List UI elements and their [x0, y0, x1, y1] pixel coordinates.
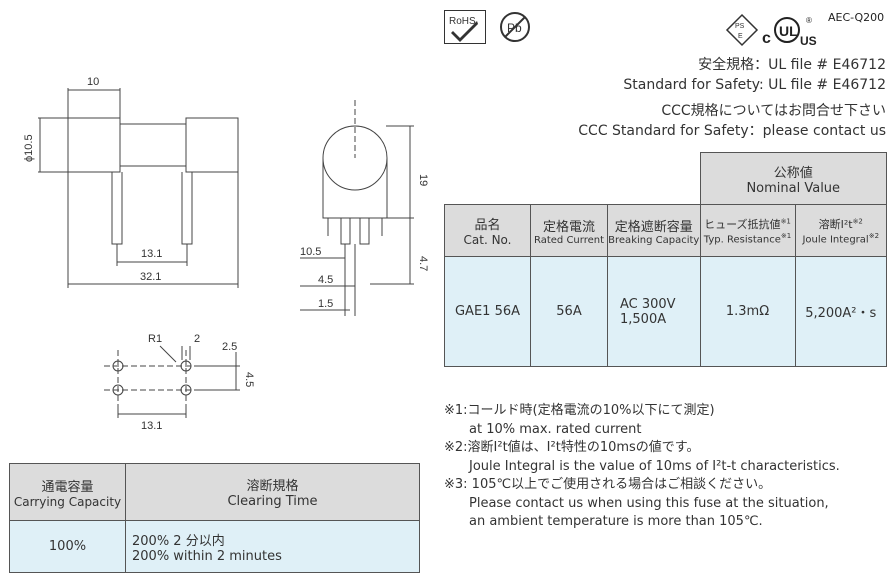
safety-line-4: CCC Standard for Safety：please contact u… — [578, 123, 886, 139]
pb-free-logo: Pb — [498, 10, 532, 44]
svg-text:c: c — [762, 30, 771, 47]
fp-4-5: 4.5 — [243, 372, 255, 387]
safety-line-2: Standard for Safety: UL file # E46712 — [623, 77, 886, 93]
dim-phi-10-5: ϕ10.5 — [23, 134, 35, 162]
note-1-en: at 10% max. rated current — [469, 421, 642, 437]
dim-19: 19 — [417, 174, 429, 186]
note-2: ※2:溶断I²t値は、I²t特性の10msの値です。 — [444, 440, 700, 455]
cell-current: 56A — [530, 256, 608, 367]
svg-text:UL: UL — [779, 23, 798, 39]
footnotes: ※1:コールド時(定格電流の10%以下にて測定) at 10% max. rat… — [444, 402, 840, 532]
note-3: ※3: 105℃以上でご使用される場合はご相談ください。 — [444, 477, 772, 492]
pb-text: Pb — [507, 21, 522, 35]
svg-text:®: ® — [806, 16, 812, 25]
safety-line-1: 安全規格：UL file # E46712 — [698, 57, 886, 73]
ul-logo: c UL US ® — [760, 14, 820, 48]
aec-q200-label: AEC-Q200 — [828, 11, 885, 24]
note-2-en: Joule Integral is the value of 10ms of I… — [469, 458, 840, 474]
fp-2: 2 — [194, 333, 200, 345]
rohs-text: RoHS — [449, 16, 476, 27]
check-icon — [451, 21, 478, 42]
svg-text:PS: PS — [735, 23, 745, 30]
dim-32-1: 32.1 — [140, 271, 161, 283]
dim-13-1: 13.1 — [141, 248, 162, 260]
nominal-value-header: 公称値 Nominal Value — [699, 152, 887, 205]
note-3-en-1: Please contact us when using this fuse a… — [469, 495, 829, 511]
dim-1-5: 1.5 — [318, 298, 333, 310]
note-3-en-2: an ambient temperature is more than 105℃… — [469, 514, 763, 529]
front-element — [119, 123, 187, 167]
dim-10-5: 10.5 — [300, 246, 321, 258]
note-1: ※1:コールド時(定格電流の10%以下にて測定) — [444, 403, 715, 418]
svg-text:US: US — [800, 34, 817, 48]
fp-13-1: 13.1 — [141, 420, 162, 432]
safety-line-3: CCC規格についてはお問合せ下さい — [661, 103, 886, 119]
cell-joule: 5,200A²・s — [794, 256, 887, 367]
cell-cat: GAE1 56A — [444, 256, 531, 367]
cap-cell-1: 100% — [9, 520, 126, 573]
fp-2-5: 2.5 — [222, 341, 237, 353]
front-left-cap — [67, 117, 121, 173]
cell-resistance: 1.3mΩ — [699, 256, 796, 367]
dimension-drawing: 10 ϕ10.5 13.1 32.1 19 10.5 4.7 4.5 1.5 R… — [23, 76, 429, 432]
pse-logo: PS E — [725, 13, 759, 47]
dim-4-5: 4.5 — [318, 274, 333, 286]
dim-10: 10 — [87, 76, 99, 88]
front-right-cap — [185, 117, 239, 173]
fp-r1: R1 — [148, 333, 162, 345]
svg-text:E: E — [738, 33, 743, 40]
dim-4-7: 4.7 — [417, 256, 429, 271]
rohs-logo: RoHS — [444, 10, 486, 44]
